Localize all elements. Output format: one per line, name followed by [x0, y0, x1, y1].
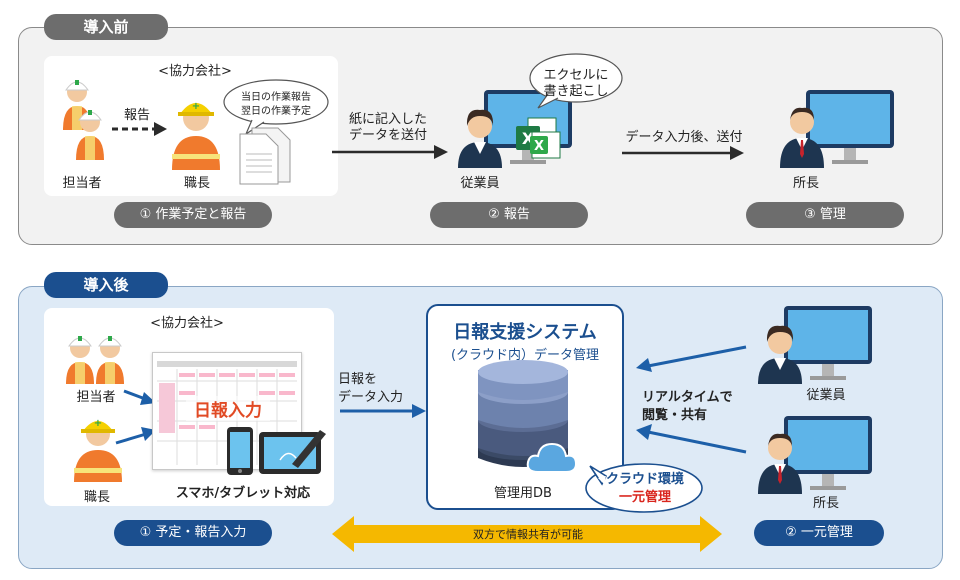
data-input-text-1: 日報を [338, 372, 378, 387]
before-step3-pill: ③ 管理 [746, 202, 904, 228]
after-tantousha-label: 担当者 [76, 390, 116, 405]
realtime-arrow-bottom-icon [636, 424, 747, 454]
excel-icon: X X [516, 117, 561, 159]
bubble-text-2: 翌日の作業予定 [241, 106, 311, 117]
send-text-1: 紙に記入した [348, 112, 427, 127]
after-shokucho-label: 職長 [83, 490, 110, 505]
input-arrow-blue-2-icon [115, 427, 156, 445]
app-title: 日報入力 [186, 396, 270, 421]
before-step2-pill: ② 報告 [430, 202, 588, 228]
after-employee-label: 従業員 [806, 388, 846, 403]
db-label: 管理用DB [494, 486, 552, 501]
data-input-arrow-icon [340, 404, 426, 418]
before-step1-pill: ① 作業予定と報告 [114, 202, 272, 228]
after-manager-computer-icon [758, 416, 872, 494]
smartphone-icon [227, 427, 253, 475]
after-employee-computer-icon [758, 306, 872, 384]
before-company-label: <協力会社> [158, 64, 232, 79]
share-text: 双方で情報共有が可能 [473, 528, 583, 541]
workers-icon [63, 80, 104, 160]
cloud-bubble-icon [585, 463, 703, 513]
before-tab: 導入前 [44, 14, 168, 40]
manager-computer-icon [780, 90, 894, 168]
realtime-text-2: 閲覧・共有 [642, 408, 708, 423]
manager-label: 所長 [792, 176, 819, 191]
svg-text:+: + [94, 418, 102, 429]
data-input-text-2: データ入力 [338, 390, 404, 405]
cloud-env-text: クラウド環境 [605, 472, 684, 487]
unified-management-text: 一元管理 [618, 490, 671, 505]
after-step1-pill: ① 予定・報告入力 [114, 520, 272, 546]
after-foreman-icon: + [74, 418, 122, 482]
shokucho-label: 職長 [183, 176, 210, 191]
foreman-icon: + [172, 101, 220, 170]
after-step2-pill: ② 一元管理 [754, 520, 884, 546]
dashed-arrow-icon [112, 122, 167, 136]
realtime-text-1: リアルタイムで [642, 390, 733, 405]
input-send-label: データ入力後、送付 [625, 130, 743, 145]
paper-documents-icon [239, 127, 291, 185]
after-tab: 導入後 [44, 272, 168, 298]
bubble-text-1: 当日の作業報告 [241, 92, 311, 103]
send-arrow-icon [332, 145, 448, 159]
device-support-label: スマホ/タブレット対応 [175, 486, 311, 501]
excel-bubble-icon [529, 53, 623, 109]
tablet-icon [259, 430, 326, 474]
report-label: 報告 [123, 108, 150, 123]
input-send-arrow-icon [622, 146, 744, 160]
send-text-2: データを送付 [348, 128, 427, 143]
realtime-arrow-top-icon [636, 345, 747, 372]
database-icon [478, 360, 568, 467]
share-double-arrow-icon [332, 516, 722, 552]
workers-pair-icon [66, 336, 124, 384]
system-subtitle: (クラウド内）データ管理 [450, 348, 600, 363]
cloud-icon [526, 442, 578, 473]
excel-bubble-text-1: エクセルに [543, 68, 609, 83]
after-company-label: <協力会社> [150, 316, 224, 331]
after-manager-label: 所長 [812, 496, 839, 511]
excel-bubble-text-2: 書き起こし [543, 84, 609, 99]
employee-label: 従業員 [460, 176, 500, 191]
svg-text:X: X [534, 139, 544, 154]
system-title: 日報支援システム [453, 322, 597, 343]
svg-text:+: + [192, 101, 200, 112]
tantousha-label: 担当者 [62, 176, 102, 191]
